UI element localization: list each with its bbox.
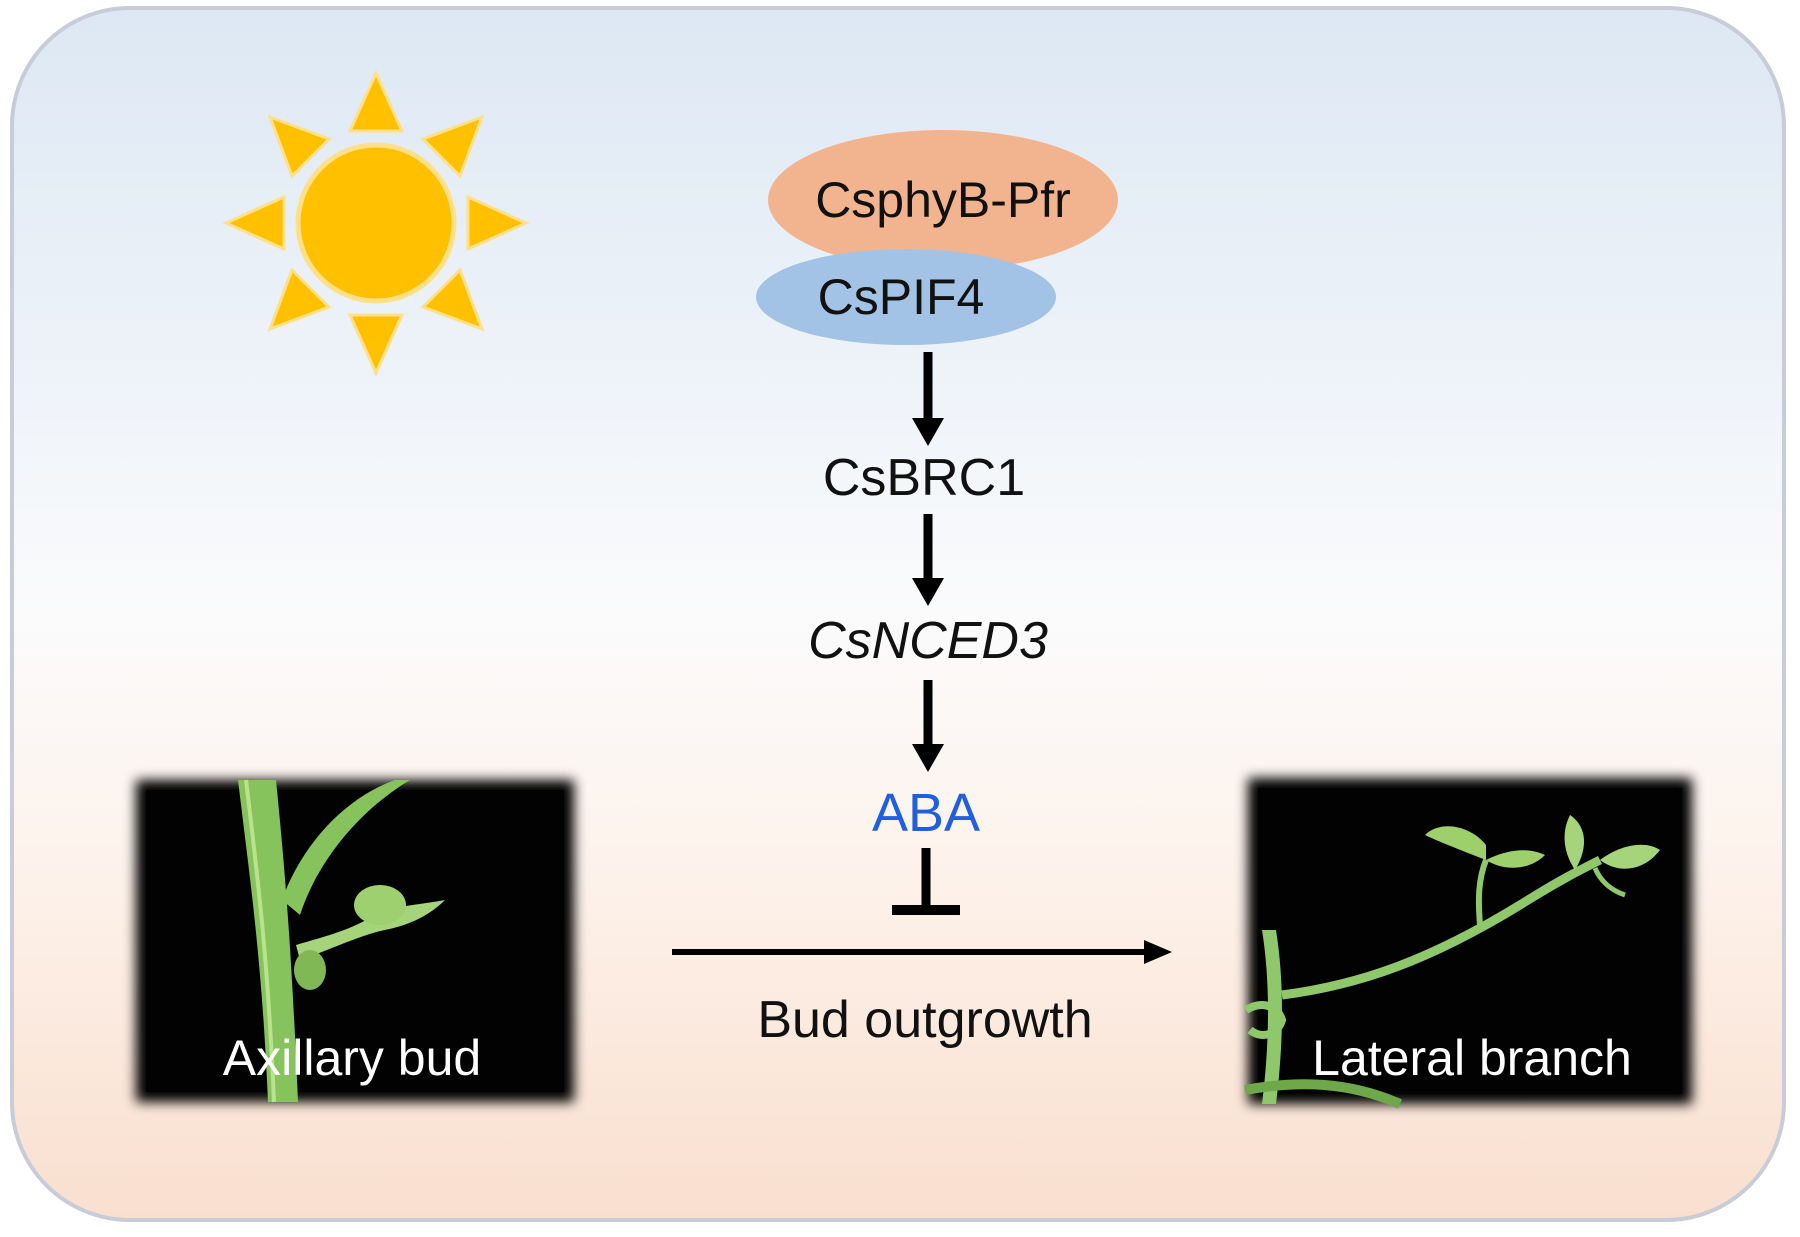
aba-label: ABA [872, 783, 980, 843]
axillary-bud-photo: Axillary bud [136, 779, 574, 1103]
lateral-branch-photo: Lateral branch [1243, 778, 1692, 1109]
phyb-label: CsphyB-Pfr [815, 172, 1071, 228]
nced3-label: CsNCED3 [808, 612, 1048, 670]
brc1-label: CsBRC1 [823, 449, 1025, 507]
process-label: Bud outgrowth [757, 991, 1092, 1049]
sun-icon [222, 69, 530, 377]
left-photo-caption: Axillary bud [223, 1030, 481, 1086]
right-photo-caption: Lateral branch [1312, 1030, 1632, 1086]
pif4-node: CsPIF4 [756, 249, 1056, 345]
pif4-label: CsPIF4 [818, 269, 985, 325]
inhibition-bar [892, 848, 960, 915]
outgrowth-arrow [672, 940, 1172, 964]
phyb-node: CsphyB-Pfr [768, 130, 1118, 270]
